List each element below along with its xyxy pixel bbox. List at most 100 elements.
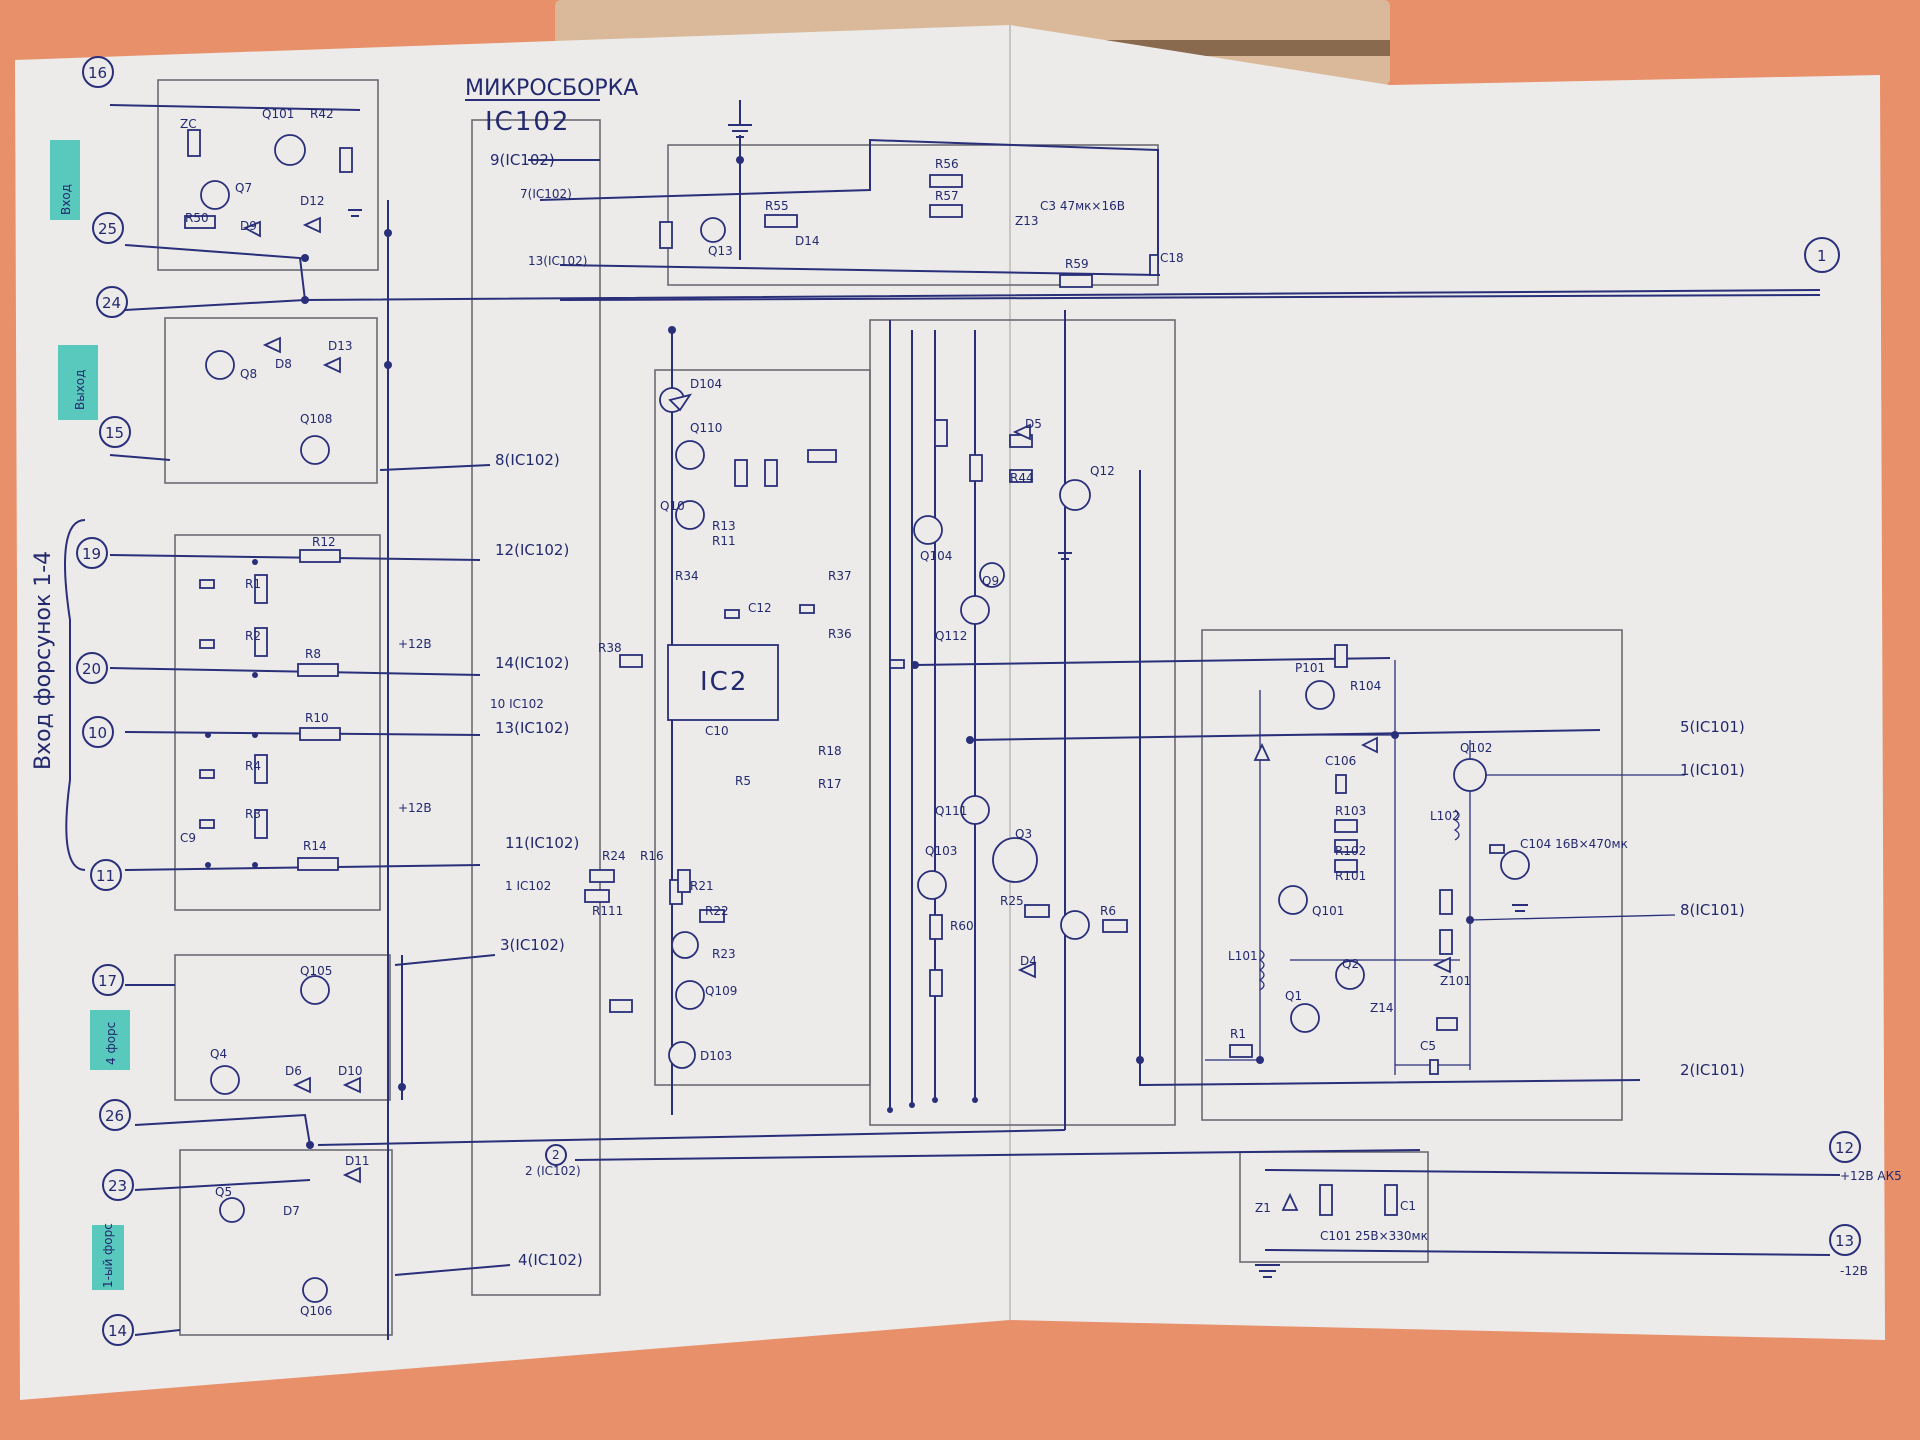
pin-16: 16 [82, 56, 114, 88]
svg-text:14: 14 [108, 1322, 127, 1340]
svg-text:C1: C1 [1400, 1199, 1416, 1213]
svg-text:Вход: Вход [59, 184, 73, 215]
components [184, 100, 1530, 1303]
svg-text:+12В: +12В [398, 801, 432, 815]
svg-text:R101: R101 [1335, 869, 1366, 883]
svg-text:R103: R103 [1335, 804, 1366, 818]
svg-text:L102: L102 [1430, 809, 1460, 823]
svg-text:Q112: Q112 [935, 629, 967, 643]
svg-text:C9: C9 [180, 831, 196, 845]
component-labels: ZC Q101 R42 Q7 D12 R50 D9 D8 D13 Q8 Q108… [180, 107, 1628, 1318]
svg-text:Q108: Q108 [300, 412, 332, 426]
svg-text:7(IC102): 7(IC102) [520, 187, 572, 201]
svg-text:C5: C5 [1420, 1039, 1436, 1053]
svg-text:Q102: Q102 [1460, 741, 1492, 755]
side-brace [64, 519, 86, 871]
paper-right-sheet [1010, 25, 1885, 1340]
svg-text:R22: R22 [705, 904, 729, 918]
svg-text:C12: C12 [748, 601, 772, 615]
svg-text:ZC: ZC [180, 117, 197, 131]
svg-text:R55: R55 [765, 199, 789, 213]
svg-text:D13: D13 [328, 339, 353, 353]
svg-text:Q5: Q5 [215, 1185, 232, 1199]
svg-text:D6: D6 [285, 1064, 302, 1078]
svg-text:16: 16 [88, 64, 107, 82]
svg-text:R21: R21 [690, 879, 714, 893]
ic2-chip [667, 644, 779, 721]
svg-text:15: 15 [105, 424, 124, 442]
title-line1: МИКРОСБОРКА [465, 76, 638, 101]
svg-text:D11: D11 [345, 1154, 370, 1168]
pin-14: 14 [102, 1314, 134, 1346]
svg-text:R102: R102 [1335, 844, 1366, 858]
svg-text:8(IC102): 8(IC102) [495, 451, 560, 469]
svg-text:D9: D9 [240, 219, 257, 233]
svg-text:1(IC101): 1(IC101) [1680, 761, 1745, 779]
svg-text:R16: R16 [640, 849, 664, 863]
svg-text:26: 26 [105, 1107, 124, 1125]
pin-2: 2 [545, 1144, 567, 1166]
svg-text:P101: P101 [1295, 661, 1325, 675]
svg-text:13(IC102): 13(IC102) [495, 719, 569, 737]
svg-text:C18: C18 [1160, 251, 1184, 265]
svg-text:R12: R12 [312, 535, 336, 549]
svg-text:D12: D12 [300, 194, 325, 208]
svg-text:Q8: Q8 [240, 367, 257, 381]
pin-10: 10 [82, 716, 114, 748]
svg-text:Q109: Q109 [705, 984, 737, 998]
svg-text:4 форс: 4 форс [104, 1022, 118, 1065]
svg-text:R18: R18 [818, 744, 842, 758]
svg-text:D10: D10 [338, 1064, 363, 1078]
svg-text:2 (IC102): 2 (IC102) [525, 1164, 581, 1178]
pin-13: 13 [1829, 1224, 1861, 1256]
svg-text:C10: C10 [705, 724, 729, 738]
svg-text:D4: D4 [1020, 954, 1037, 968]
svg-text:R56: R56 [935, 157, 959, 171]
pin-23: 23 [102, 1169, 134, 1201]
svg-text:IC2: IC2 [700, 667, 748, 697]
svg-text:R111: R111 [592, 904, 623, 918]
svg-text:R37: R37 [828, 569, 852, 583]
svg-text:Q4: Q4 [210, 1047, 227, 1061]
svg-text:R42: R42 [310, 107, 334, 121]
pin-12: 12 [1829, 1131, 1861, 1163]
svg-text:R57: R57 [935, 189, 959, 203]
svg-text:9(IC102): 9(IC102) [490, 151, 555, 169]
svg-text:11(IC102): 11(IC102) [505, 834, 579, 852]
title-line2: IC102 [485, 107, 570, 137]
svg-text:R104: R104 [1350, 679, 1381, 693]
pin-11: 11 [90, 859, 122, 891]
svg-text:Q105: Q105 [300, 964, 332, 978]
svg-text:R6: R6 [1100, 904, 1116, 918]
svg-text:D5: D5 [1025, 417, 1042, 431]
svg-text:4(IC102): 4(IC102) [518, 1251, 583, 1269]
svg-text:Z14: Z14 [1370, 1001, 1394, 1015]
pin-25: 25 [92, 212, 124, 244]
side-tags: Вход Выход 4 форс 1-ый форс [59, 184, 118, 1288]
svg-text:R1: R1 [1230, 1027, 1246, 1041]
svg-text:R36: R36 [828, 627, 852, 641]
svg-text:D7: D7 [283, 1204, 300, 1218]
ic101-refs: 5(IC101) 1(IC101) 8(IC101) 2(IC101) [1680, 718, 1745, 1079]
svg-text:1-ый форс: 1-ый форс [101, 1223, 115, 1288]
svg-text:R5: R5 [735, 774, 751, 788]
svg-text:Q104: Q104 [920, 549, 952, 563]
svg-text:R2: R2 [245, 629, 261, 643]
svg-text:12(IC102): 12(IC102) [495, 541, 569, 559]
svg-text:+12В АК5: +12В АК5 [1840, 1169, 1902, 1183]
svg-text:14(IC102): 14(IC102) [495, 654, 569, 672]
svg-text:-12В: -12В [1840, 1264, 1868, 1278]
svg-text:Q101: Q101 [262, 107, 294, 121]
wires [109, 104, 1841, 1340]
pin-19: 19 [76, 537, 108, 569]
svg-text:C101 25В×330мк: C101 25В×330мк [1320, 1229, 1428, 1243]
svg-text:Q10: Q10 [660, 499, 685, 513]
svg-text:Выход: Выход [73, 370, 87, 410]
svg-text:13(IC102): 13(IC102) [528, 254, 587, 268]
svg-text:Z101: Z101 [1440, 974, 1471, 988]
svg-text:R34: R34 [675, 569, 699, 583]
paper-left-sheet [15, 25, 1010, 1400]
notes: +12В +12В +12В АК5 -12В [398, 637, 1902, 1278]
svg-text:R13: R13 [712, 519, 736, 533]
svg-text:R50: R50 [185, 211, 209, 225]
